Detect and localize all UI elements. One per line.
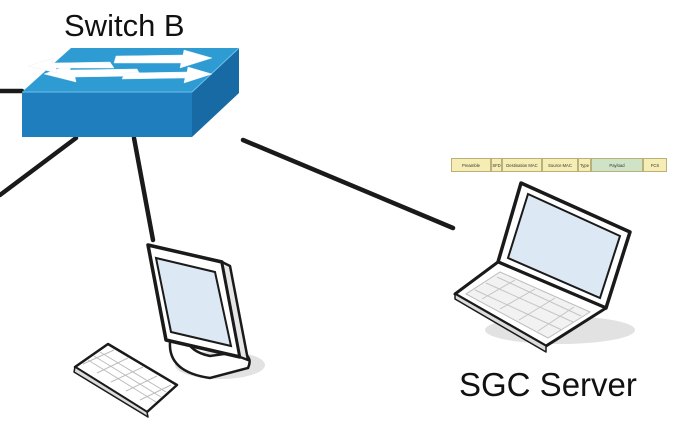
frame-field-sfd: SFD (491, 158, 502, 172)
laptop-icon (453, 181, 635, 353)
desktop-computer-icon (146, 243, 265, 380)
frame-field-type: Type (578, 158, 591, 172)
keyboard-icon (73, 342, 179, 418)
sgc-server-label: SGC Server (459, 366, 637, 403)
frame-field-preamble: Preamble (451, 158, 491, 172)
frame-field-source-mac: Source MAC (542, 158, 578, 172)
frame-field-fcs: FCS (643, 158, 667, 172)
cables (0, 88, 456, 243)
network-switch-icon (22, 47, 240, 137)
switch-b-label: Switch B (64, 8, 185, 43)
frame-field-payload: Payload (591, 158, 643, 172)
cable-to-desktop (131, 135, 156, 243)
cable-to-server (240, 137, 456, 231)
cable-left-lower (0, 135, 79, 198)
frame-field-destination-mac: Destination MAC (502, 158, 542, 172)
ethernet-frame-diagram: Preamble SFD Destination MAC Source MAC … (451, 158, 667, 172)
